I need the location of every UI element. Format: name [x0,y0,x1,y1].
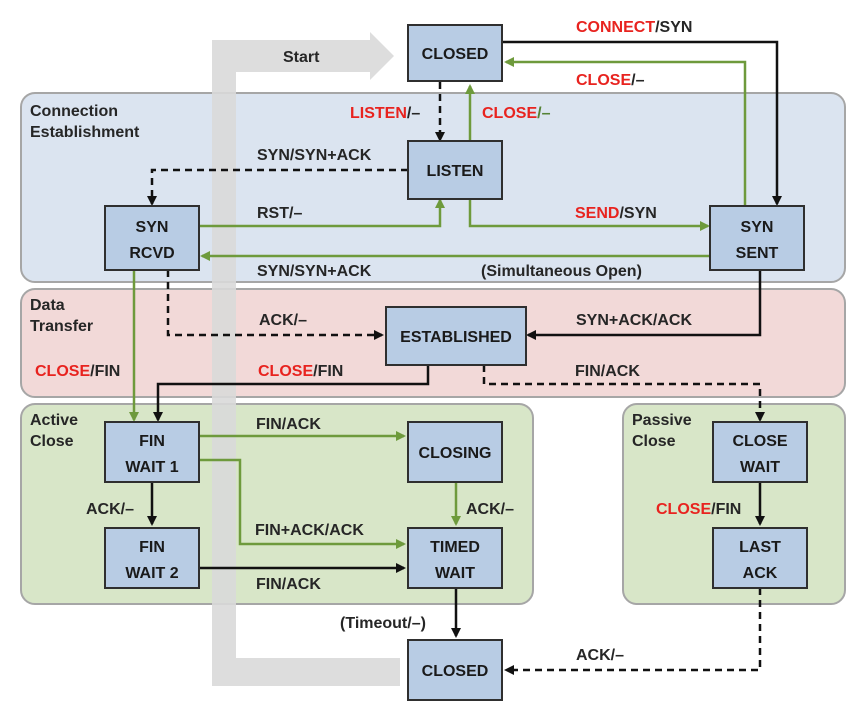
state-closing: CLOSING [407,421,503,483]
label-ack-finwait1: ACK/– [86,501,134,518]
arrow-send [468,200,710,231]
action: /FIN [313,363,343,380]
event: LISTEN [350,105,407,122]
state-fin-wait-1: FIN WAIT 1 [104,421,200,483]
region-label-connection-line1: Connection [30,103,118,120]
state-label-line2: WAIT 1 [125,459,178,476]
start-arrow [212,32,400,686]
state-label-line2: SENT [736,245,779,262]
event: SEND [575,205,619,222]
arrow-ack-to-closed [504,588,762,675]
arrow-connect [502,40,782,206]
event: CLOSE [482,105,537,122]
label-send-syn: SEND/SYN [575,205,657,222]
label-rst: RST/– [257,205,302,222]
state-closed-top: CLOSED [407,24,503,82]
label-close-fin-passive: CLOSE/FIN [656,501,741,518]
region-label-passive-line1: Passive [632,412,692,429]
label-ack-to-established: ACK/– [259,312,307,329]
event: CONNECT [576,19,655,36]
state-label-line1: FIN [139,433,165,450]
arrow-finack-ack [198,458,406,549]
state-fin-wait-2: FIN WAIT 2 [104,527,200,589]
state-timed-wait: TIMED WAIT [407,527,503,589]
label-fin-ack-finwait2: FIN/ACK [256,576,321,593]
state-label-line2: WAIT [740,459,780,476]
state-label-line2: WAIT 2 [125,565,178,582]
action: /– [407,105,420,122]
arrow-syn-synack-1 [147,168,408,206]
action: /– [537,105,550,122]
label-listen: LISTEN/– [350,105,420,122]
label-close-fin-left: CLOSE/FIN [35,363,120,380]
label-close-from-listen: CLOSE/– [482,105,551,122]
state-label: CLOSING [419,445,492,462]
state-established: ESTABLISHED [385,306,527,366]
label-simultaneous-open: (Simultaneous Open) [481,263,642,280]
label-ack-closing: ACK/– [466,501,514,518]
event: CLOSE [656,501,711,518]
event: CLOSE [35,363,90,380]
start-label: Start [283,49,320,66]
label-close-fin-mid: CLOSE/FIN [258,363,343,380]
state-closed-bottom: CLOSED [407,639,503,701]
state-label: LISTEN [427,163,484,180]
region-label-passive-line2: Close [632,433,676,450]
state-label-line2: RCVD [129,245,174,262]
event: CLOSE [576,72,631,89]
state-syn-sent: SYN SENT [709,205,805,271]
label-fin-ack-closing: FIN/ACK [256,416,321,433]
region-label-connection-line2: Establishment [30,124,140,141]
event: CLOSE [258,363,313,380]
state-label-line1: TIMED [430,539,480,556]
state-label: ESTABLISHED [400,329,512,346]
arrow-ack-to-established [166,270,384,340]
label-connect-syn: CONNECT/SYN [576,19,692,36]
state-syn-rcvd: SYN RCVD [104,205,200,271]
action: /SYN [655,19,692,36]
state-listen: LISTEN [407,140,503,200]
state-label-line1: CLOSE [732,433,787,450]
label-fin-ack-established: FIN/ACK [575,363,640,380]
region-label-data-line2: Transfer [30,318,93,335]
arrow-fin-ack-to-closewait [482,365,765,422]
state-label-line2: WAIT [435,565,475,582]
label-syn-synack-2: SYN/SYN+ACK [257,263,372,280]
state-label: CLOSED [422,46,489,63]
arrow-rst [198,198,445,228]
action: /FIN [711,501,741,518]
label-synack-ack: SYN+ACK/ACK [576,312,692,329]
label-syn-synack-1: SYN/SYN+ACK [257,147,372,164]
state-last-ack: LAST ACK [712,527,808,589]
arrow-close-from-synsent [504,57,747,206]
label-ack-last: ACK/– [576,647,624,664]
state-label-line1: LAST [739,539,781,556]
action: /– [631,72,644,89]
region-label-active-line1: Active [30,412,78,429]
action: /FIN [90,363,120,380]
state-label-line2: ACK [743,565,778,582]
arrow-close-fin-from-established [153,365,430,422]
state-label-line1: SYN [136,219,169,236]
state-close-wait: CLOSE WAIT [712,421,808,483]
region-label-active-line2: Close [30,433,74,450]
label-close-from-synsent: CLOSE/– [576,72,645,89]
state-label-line1: SYN [741,219,774,236]
state-label: CLOSED [422,663,489,680]
region-label-data-line1: Data [30,297,65,314]
action: /SYN [619,205,656,222]
state-label-line1: FIN [139,539,165,556]
arrow-synack-ack [526,270,762,340]
label-timeout: (Timeout/–) [340,615,426,632]
label-finack-ack: FIN+ACK/ACK [255,522,364,539]
